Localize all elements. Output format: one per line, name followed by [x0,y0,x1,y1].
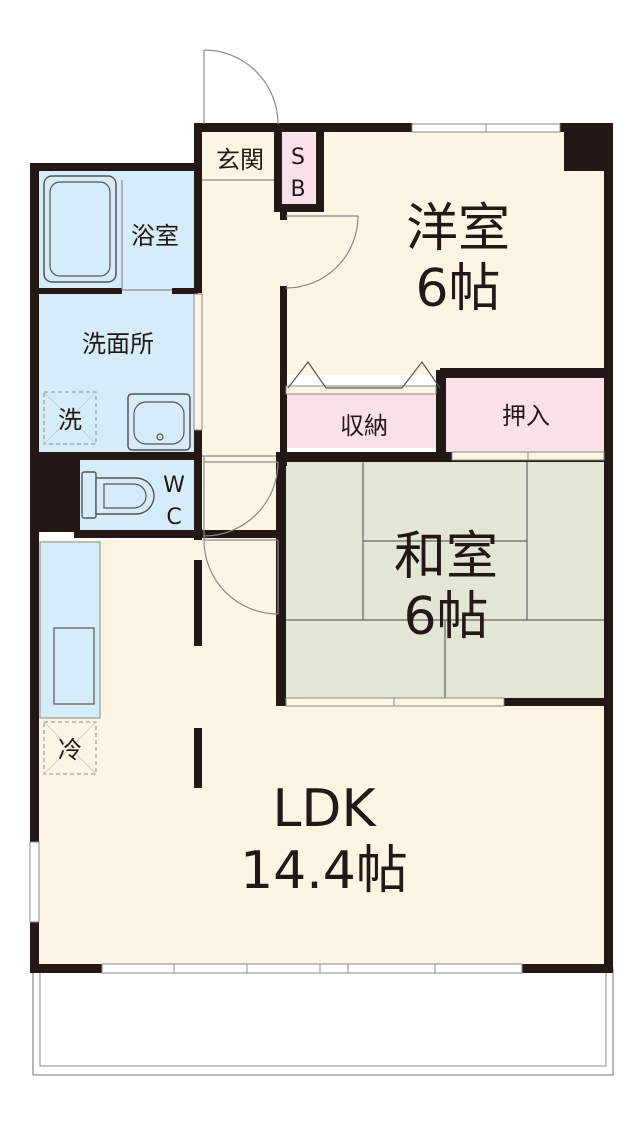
toilet-door [203,461,279,537]
window-ldk-bottom [101,963,523,974]
sink-icon [127,393,191,451]
entrance-name: 玄関 [216,146,264,174]
window-ldk-left [29,841,40,923]
bath-door [121,180,172,291]
storage-shelf-marks [287,360,441,389]
western-door [285,215,359,289]
fridge-space-icon [43,721,97,775]
ldk-size: 14.4帖 [240,841,408,901]
entrance-door [203,49,279,125]
doors [121,49,359,615]
japanese-room-floor [284,460,608,700]
toilet-label-c: C [166,505,181,530]
windows [29,123,605,974]
washer-space-icon [43,391,97,445]
toilet-icon [81,471,155,519]
western-room-floor [286,125,608,375]
washer-label: 洗 [58,406,82,434]
fixtures [43,175,191,775]
hall-floor [198,125,286,545]
storage-fill [286,394,442,448]
toilet-label-w: W [163,473,185,498]
room-labels: 洋室 6帖 和室 6帖 LDK 14.4帖 浴室 洗面所 玄関 収納 押入 S … [58,145,550,901]
sliding-door-washroom [193,293,203,431]
kitchen-counter [39,541,101,719]
washroom-name: 洗面所 [82,330,154,358]
japanese-room-size: 6帖 [403,587,488,647]
tatami-lines [286,462,606,698]
western-room-name: 洋室 [406,199,510,259]
shoe-box-label-b: B [290,177,305,202]
bathtub-icon [43,175,117,283]
ldk-door [203,539,279,615]
walls [30,123,613,973]
storage-name: 収納 [340,412,388,440]
kitchen-sink-icon [53,627,95,705]
japanese-room-name: 和室 [394,527,498,587]
shoe-box-label-s: S [291,145,305,170]
bath-name: 浴室 [131,222,179,250]
balcony-outline [32,967,614,1076]
balcony [32,967,614,1076]
closet-name: 押入 [502,402,550,430]
shoe-box-fill [279,133,315,205]
closet-fill [446,376,608,452]
fridge-label: 冷 [58,736,82,764]
western-room-size: 6帖 [415,259,500,319]
ldk-name: LDK [272,779,377,839]
sliding-doors-storage [285,385,437,395]
sliding-doors-japanese [285,697,505,707]
